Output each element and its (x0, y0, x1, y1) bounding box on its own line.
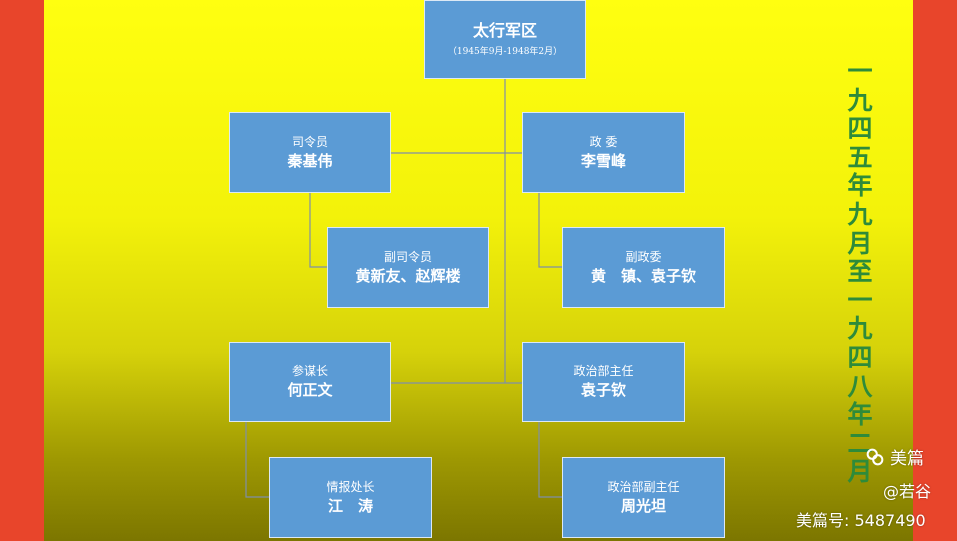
node-role: 情报处长 (326, 479, 375, 494)
node-commander: 司令员 秦基伟 (229, 112, 391, 193)
right-red-band (913, 0, 957, 541)
node-role: 政 委 (589, 134, 618, 149)
watermark-brand-text: 美篇 (890, 449, 924, 469)
connector-politic-deputy (538, 422, 563, 498)
connector-staff-intel (245, 422, 270, 498)
root-subtitle: （1945年9月-1948年2月） (447, 46, 563, 57)
node-political-director: 政治部主任 袁子钦 (522, 342, 685, 422)
node-name: 江 涛 (327, 496, 373, 515)
node-role: 副司令员 (383, 249, 432, 264)
node-name: 李雪峰 (580, 151, 626, 170)
node-deputy-political-director: 政治部副主任 周光坦 (562, 457, 725, 538)
watermark-brand: 美篇 (864, 444, 924, 469)
connector-commander-deputy (309, 193, 328, 268)
node-role: 副政委 (625, 249, 662, 264)
node-role: 政治部主任 (573, 364, 634, 378)
node-intel-chief: 情报处长 江 涛 (269, 457, 432, 538)
meipian-logo-icon (866, 448, 884, 465)
node-name: 黄新友、赵辉楼 (355, 266, 461, 285)
watermark-author: @若谷 (883, 482, 932, 501)
node-role: 政治部副主任 (607, 479, 680, 494)
node-commissar: 政 委 李雪峰 (522, 112, 685, 193)
node-name: 袁子钦 (580, 381, 626, 399)
root-title: 太行军区 (472, 20, 537, 40)
node-deputy-commander: 副司令员 黄新友、赵辉楼 (327, 227, 489, 308)
node-chief-of-staff: 参谋长 何正文 (229, 342, 391, 422)
node-deputy-commissar: 副政委 黄 镇、袁子钦 (562, 227, 725, 308)
node-name: 黄 镇、袁子钦 (590, 266, 696, 285)
node-role: 司令员 (291, 134, 328, 149)
node-name: 何正文 (287, 381, 333, 399)
left-red-band (0, 0, 44, 541)
node-role: 参谋长 (291, 364, 328, 378)
vertical-date-caption: 一九四五年九月至一九四八年二月 (847, 57, 873, 487)
root-node: 太行军区 （1945年9月-1948年2月） (424, 0, 586, 79)
node-name: 秦基伟 (287, 151, 333, 170)
node-name: 周光坦 (620, 496, 666, 515)
watermark-id: 美篇号: 5487490 (796, 511, 926, 530)
connector-commissar-deputy (538, 193, 563, 268)
